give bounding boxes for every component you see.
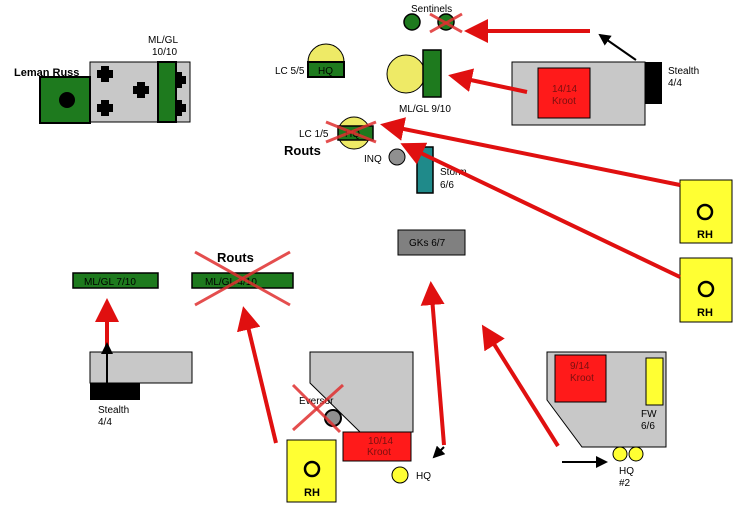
unit-label: 10/10	[152, 47, 177, 58]
unit-label: Kroot	[570, 373, 594, 384]
unit-label: HQ	[318, 66, 333, 77]
unit-label: Stealth	[98, 405, 129, 416]
unit-label: ML/GL 9/10	[399, 104, 451, 115]
unit-label: HQ	[416, 471, 431, 482]
unit-label: RH	[697, 307, 713, 319]
unit-label: 4/4	[668, 78, 682, 89]
unit-label: Eversor	[299, 396, 334, 407]
unit-label: 6/6	[641, 421, 655, 432]
unit-label: 14/14	[552, 84, 577, 95]
sentinels: Sentinels	[403, 4, 463, 34]
unit-label: 9/14	[570, 361, 590, 372]
mlgl-7-10: ML/GL 7/10	[72, 272, 159, 289]
mlgl-9-10: ML/GL 9/10	[386, 49, 451, 115]
unit-label: GKs 6/7	[409, 238, 446, 249]
unit-label: 6/6	[440, 180, 454, 191]
mlgl-4-10: ML/GL 4/10 Routs	[191, 250, 294, 307]
right-bottom-vehicle: 9/14 Kroot FW 6/6 HQ #2	[546, 351, 667, 489]
unit-label: LC 1/5	[299, 129, 329, 140]
movement-arrows	[95, 19, 681, 468]
unit-label: ML/GL	[148, 35, 178, 46]
unit-label: INQ	[364, 154, 382, 165]
unit-label: LC 5/5	[275, 66, 305, 77]
unit-label: 10/14	[368, 436, 393, 447]
rh-3: RH	[286, 439, 337, 503]
rh-2: RH	[679, 257, 733, 323]
lc-5-5: HQ LC 5/5	[275, 43, 345, 78]
unit-label: #2	[619, 478, 631, 489]
rh-1: RH	[679, 179, 733, 244]
unit-label: Routs	[217, 250, 254, 265]
inquisitor: INQ	[364, 148, 406, 166]
unit-label: RH	[697, 229, 713, 241]
unit-label: Kroot	[367, 447, 391, 458]
left-vehicle: Stealth 4/4	[89, 351, 193, 428]
unit-label: ML/GL 4/10	[205, 277, 257, 288]
unit-label: Routs	[284, 143, 321, 158]
leman-russ: Leman Russ ML/GL 10/10	[14, 35, 191, 124]
unit-label: Sentinels	[411, 4, 452, 15]
lc-1-5: HQ LC 1/5 Routs	[284, 116, 377, 158]
unit-label: Kroot	[552, 96, 576, 107]
center-vehicle: 10/14 Kroot Eversor	[291, 351, 414, 462]
unit-label: Storm	[440, 167, 467, 178]
unit-label: HQ	[619, 466, 634, 477]
unit-label: RH	[304, 487, 320, 499]
unit-label: Stealth	[668, 66, 699, 77]
unit-label: HQ	[345, 129, 360, 140]
unit-label: ML/GL 7/10	[84, 277, 136, 288]
right-vehicle: 14/14 Kroot Stealth 4/4	[511, 61, 699, 126]
unit-label: 4/4	[98, 417, 112, 428]
hq: HQ	[391, 466, 431, 484]
grey-knights: GKs 6/7	[397, 229, 466, 256]
marker-icons	[97, 66, 186, 116]
unit-label: FW	[641, 409, 657, 420]
